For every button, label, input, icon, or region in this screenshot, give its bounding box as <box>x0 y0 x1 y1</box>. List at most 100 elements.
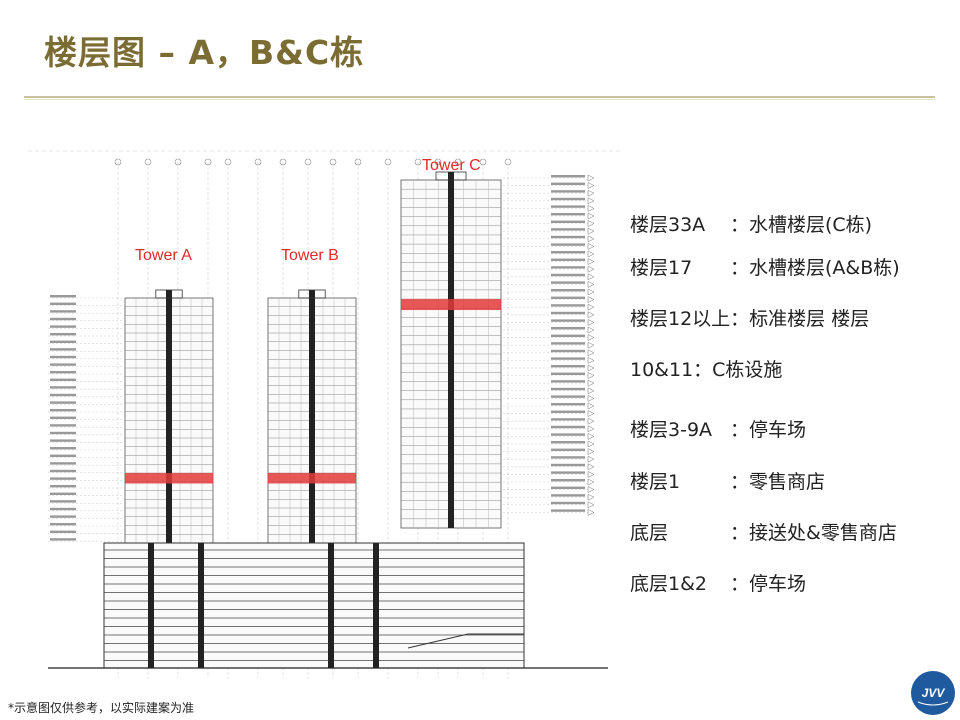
level-tag <box>551 296 585 299</box>
tower-b-tank-floor <box>268 473 356 484</box>
level-tag <box>50 363 76 366</box>
level-tag <box>50 424 76 427</box>
level-marker <box>587 258 595 266</box>
level-marker <box>587 212 595 220</box>
level-marker <box>587 341 595 349</box>
level-tag <box>551 479 585 482</box>
level-tag <box>50 530 76 533</box>
level-tag <box>50 325 76 328</box>
floor-elevation-diagram: Tower A Tower B Tower C <box>28 148 620 683</box>
level-tag <box>551 448 585 451</box>
level-tag <box>551 365 585 368</box>
level-tag <box>551 243 585 246</box>
level-tag <box>551 175 585 178</box>
slide-title: 楼层图 – A，B&C栋 <box>44 33 365 72</box>
level-marker <box>587 432 595 440</box>
level-tag <box>551 304 585 307</box>
grid-bubble <box>254 158 262 166</box>
podium-outline <box>103 542 525 669</box>
level-tag <box>551 334 585 337</box>
level-tag <box>551 494 585 497</box>
level-tag <box>551 425 585 429</box>
level-marker <box>587 174 595 182</box>
level-tag <box>50 492 76 495</box>
level-tag <box>551 486 585 489</box>
level-tag <box>50 348 76 351</box>
elevation-svg: Tower A Tower B Tower C <box>28 150 620 678</box>
level-marker <box>587 501 595 509</box>
level-marker <box>587 197 595 205</box>
level-tag <box>551 342 585 345</box>
level-tag <box>50 409 76 412</box>
level-tag <box>50 295 76 298</box>
level-tag <box>551 235 585 239</box>
level-tag <box>50 485 76 488</box>
level-marker <box>587 227 595 235</box>
grid-bubble <box>279 158 287 166</box>
level-marker <box>587 364 595 372</box>
level-marker <box>587 463 595 471</box>
level-tag <box>551 228 585 231</box>
tower-b <box>267 289 357 544</box>
grid-bubble <box>434 158 442 166</box>
level-tag <box>50 439 76 442</box>
level-marker <box>587 478 595 486</box>
level-marker <box>587 273 595 281</box>
podium-ramp <box>407 633 524 649</box>
level-marker <box>587 455 595 463</box>
level-marker <box>587 265 595 273</box>
grid-bubble <box>204 158 212 166</box>
level-marker <box>587 508 595 516</box>
level-tag <box>551 251 585 254</box>
level-tag <box>50 454 76 457</box>
level-tag <box>551 471 585 474</box>
level-marker <box>587 493 595 501</box>
level-tag <box>551 387 585 391</box>
level-marker <box>587 417 595 425</box>
level-tag <box>50 317 76 321</box>
level-marker <box>587 288 595 296</box>
tower-a-core <box>166 290 172 543</box>
podium-core <box>198 543 204 668</box>
podium <box>48 542 608 669</box>
level-tag <box>551 501 585 505</box>
level-tag <box>551 190 585 193</box>
level-tag <box>50 477 76 480</box>
level-tag <box>551 441 585 444</box>
level-tag <box>551 213 585 216</box>
level-tag <box>551 418 585 421</box>
podium-core <box>373 543 379 668</box>
level-tag <box>50 431 76 435</box>
tower-a-tank-floor <box>125 473 213 484</box>
podium-core <box>148 543 154 668</box>
disclaimer-footnote: *示意图仅供参考，以实际建案为准 <box>8 701 195 715</box>
level-tag <box>50 401 76 404</box>
level-tag <box>50 333 76 336</box>
level-tag <box>50 378 76 381</box>
level-marker <box>587 235 595 243</box>
level-tag <box>551 509 585 512</box>
level-tag <box>551 357 585 360</box>
tower-b-label: Tower B <box>281 247 339 264</box>
level-marker <box>587 394 595 402</box>
level-marker <box>587 356 595 364</box>
grid-bubble <box>174 158 182 166</box>
tower-b-core <box>309 290 315 543</box>
grid-bubble <box>354 158 362 166</box>
level-tag <box>551 220 585 223</box>
company-logo-icon: JVV <box>911 671 955 715</box>
level-tag <box>551 182 585 185</box>
level-marker <box>587 440 595 448</box>
legend-item: 10&11：C栋设施 <box>630 359 783 381</box>
tower-c-label: Tower C <box>422 157 481 174</box>
tower-c <box>400 171 502 529</box>
level-marker <box>587 448 595 456</box>
grid-bubble <box>114 158 122 166</box>
level-marker <box>587 242 595 250</box>
tower-c-core <box>448 172 454 528</box>
level-marker <box>587 318 595 326</box>
level-tag <box>50 500 76 503</box>
level-tag <box>50 371 76 374</box>
level-tag <box>551 197 585 201</box>
level-tag <box>50 515 76 518</box>
